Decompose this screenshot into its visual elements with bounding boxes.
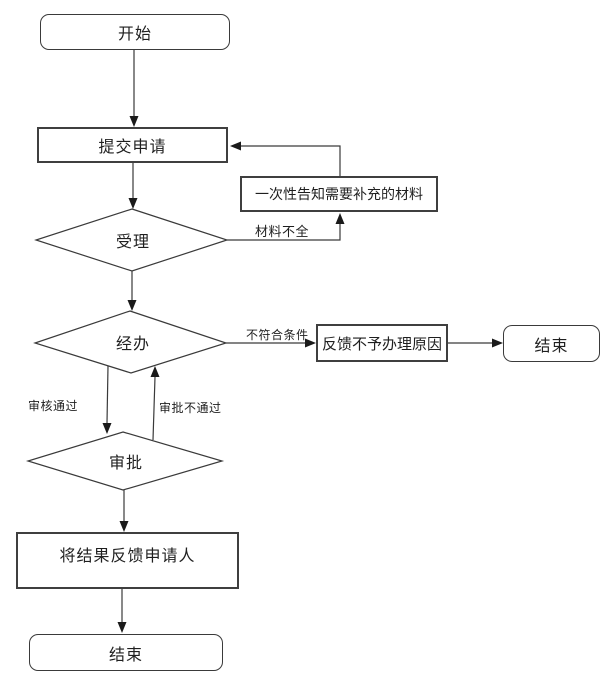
submit-application-node: 提交申请 [37, 127, 228, 163]
submit-application-label: 提交申请 [98, 139, 167, 156]
feedback-reason-node: 反馈不予办理原因 [316, 324, 448, 362]
result-feedback-label: 将结果反馈申请人 [59, 548, 196, 565]
edge-label-review-passed: 审核通过 [28, 399, 79, 413]
start-node-label: 开始 [117, 26, 152, 43]
notify-materials-label: 一次性告知需要补充的材料 [255, 188, 423, 203]
arrow-approve-to-handle [152, 376, 156, 441]
notify-materials-node: 一次性告知需要补充的材料 [240, 176, 438, 212]
edge-label-materials-incomplete: 材料不全 [255, 224, 310, 239]
approve-decision-label: 审批 [108, 455, 144, 472]
end-node-right-label: 结束 [534, 337, 569, 355]
end-node-bottom-label: 结束 [108, 646, 143, 664]
accept-decision-label: 受理 [115, 234, 151, 251]
arrow-notify-to-submit [241, 145, 341, 176]
feedback-reason-label: 反馈不予办理原因 [321, 336, 442, 353]
start-node: 开始 [40, 14, 230, 50]
arrow-accept-to-notify [227, 224, 341, 241]
arrow-handle-to-approve [106, 365, 109, 424]
handle-decision-shape [33, 310, 228, 374]
edge-label-approval-rejected: 审批不通过 [159, 401, 222, 415]
approve-decision-shape [25, 431, 225, 491]
result-feedback-node: 将结果反馈申请人 [16, 532, 239, 589]
handle-decision-label: 经办 [115, 336, 151, 353]
arrowheads [102, 116, 503, 633]
end-node-right: 结束 [503, 325, 600, 362]
end-node-bottom: 结束 [29, 634, 223, 671]
edge-label-not-qualified: 不符合条件 [246, 328, 309, 342]
